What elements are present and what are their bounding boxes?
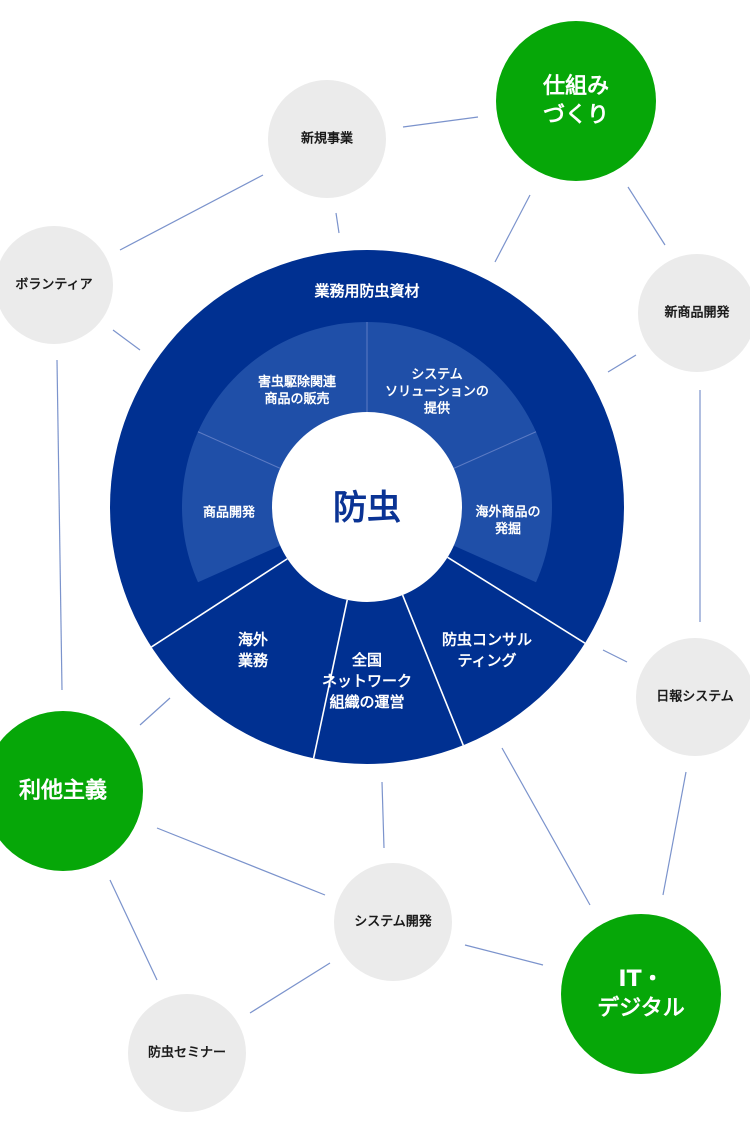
outer-segment-label-line: ティング <box>457 652 516 670</box>
gray-node-label: 新規事業 <box>301 131 354 147</box>
gray-node-system: システム開発 <box>334 863 452 981</box>
green-node-label-line: 利他主義 <box>19 778 107 804</box>
inner-segment-label-line: 害虫駆除関連 <box>258 374 337 390</box>
green-node-label-line: 仕組み <box>542 73 609 99</box>
connector-line <box>494 194 531 263</box>
green-node-rita: 利他主義 <box>0 711 143 871</box>
gray-node-label: 日報システム <box>656 689 734 705</box>
inner-segment-label-line: 商品開発 <box>203 505 256 521</box>
connector-line <box>249 962 331 1014</box>
connector-line <box>112 329 141 351</box>
gray-node-label-line: 防虫セミナー <box>148 1045 226 1061</box>
gray-node-label-line: 新規事業 <box>301 131 354 147</box>
outer-divider <box>447 556 586 644</box>
inner-divider <box>197 431 281 469</box>
connector-line <box>381 781 385 849</box>
connector-line <box>627 186 666 246</box>
connector-line <box>501 747 591 906</box>
outer-segment-label-line: 組織の運営 <box>329 693 404 711</box>
connector-line <box>662 771 687 896</box>
green-node-circle <box>561 914 721 1074</box>
green-node-it: IT・デジタル <box>561 914 721 1074</box>
inner-divider <box>453 431 537 469</box>
gray-node-circle <box>638 254 750 372</box>
green-node-circle <box>0 711 143 871</box>
outer-segment-label-line: 業務 <box>237 652 269 670</box>
gray-node-seminar: 防虫セミナー <box>128 994 246 1112</box>
ring-title: 業務用防虫資材 <box>313 282 419 300</box>
connector-line <box>139 697 171 726</box>
inner-segment-label-line: システム <box>411 368 463 383</box>
connector-line <box>119 174 264 251</box>
outer-divider <box>401 594 465 746</box>
inner-segment-label-line: 商品の販売 <box>264 391 329 407</box>
connector-line <box>156 827 326 896</box>
gray-node-label: 防虫セミナー <box>148 1045 226 1061</box>
gray-node-shinki: 新規事業 <box>268 80 386 198</box>
gray-node-circle <box>334 863 452 981</box>
connector-line <box>335 212 340 234</box>
inner-segment-label-line: ソリューションの <box>385 385 489 400</box>
gray-node-label-line: 新商品開発 <box>664 305 730 321</box>
gray-node-label-line: システム開発 <box>354 914 433 930</box>
inner-segment-label-line: 発掘 <box>494 521 521 537</box>
gray-node-circle <box>128 994 246 1112</box>
outer-segment-label-line: 海外 <box>238 631 268 649</box>
outer-divider <box>312 599 349 759</box>
green-node-circle <box>496 21 656 181</box>
outer-segment-label-line: ネットワーク <box>322 672 412 690</box>
connector-lines <box>56 116 701 1014</box>
gray-node-label: システム開発 <box>354 914 433 930</box>
inner-segment-label-line: 海外商品の <box>475 504 540 520</box>
green-node-label-line: づくり <box>543 103 609 128</box>
inner-segment-label-line: 提供 <box>424 401 450 417</box>
gray-node-circle <box>268 80 386 198</box>
gray-node-label: 新商品開発 <box>664 305 730 321</box>
connector-line <box>607 354 637 373</box>
gray-node-volunteer: ボランティア <box>0 226 113 344</box>
gray-node-label-line: 日報システム <box>656 689 734 705</box>
outer-divider <box>151 558 288 648</box>
core-circle <box>272 412 462 602</box>
connector-line <box>602 649 628 663</box>
green-node-label-line: デジタル <box>597 995 685 1021</box>
gray-node-nippo: 日報システム <box>636 638 750 756</box>
core-label: 防虫 <box>333 488 401 528</box>
green-node-label: IT・デジタル <box>597 967 685 1021</box>
gray-node-label: ボランティア <box>15 277 92 293</box>
gray-node-circle <box>636 638 750 756</box>
green-node-label-line: IT・ <box>618 967 663 992</box>
outer-segment-label-line: 防虫コンサル <box>442 631 532 649</box>
outer-segment-label-line: 全国 <box>351 651 382 669</box>
connector-line <box>464 944 544 966</box>
inner-segment-label: 商品開発 <box>203 505 256 521</box>
green-node-label: 利他主義 <box>19 778 107 804</box>
gray-node-label-line: ボランティア <box>15 277 92 293</box>
connector-line <box>109 879 158 981</box>
connector-line <box>402 116 479 128</box>
connector-line <box>56 359 63 691</box>
gray-node-circle <box>0 226 113 344</box>
inner-ring <box>182 322 553 583</box>
gray-node-shinshohin: 新商品開発 <box>638 254 750 372</box>
